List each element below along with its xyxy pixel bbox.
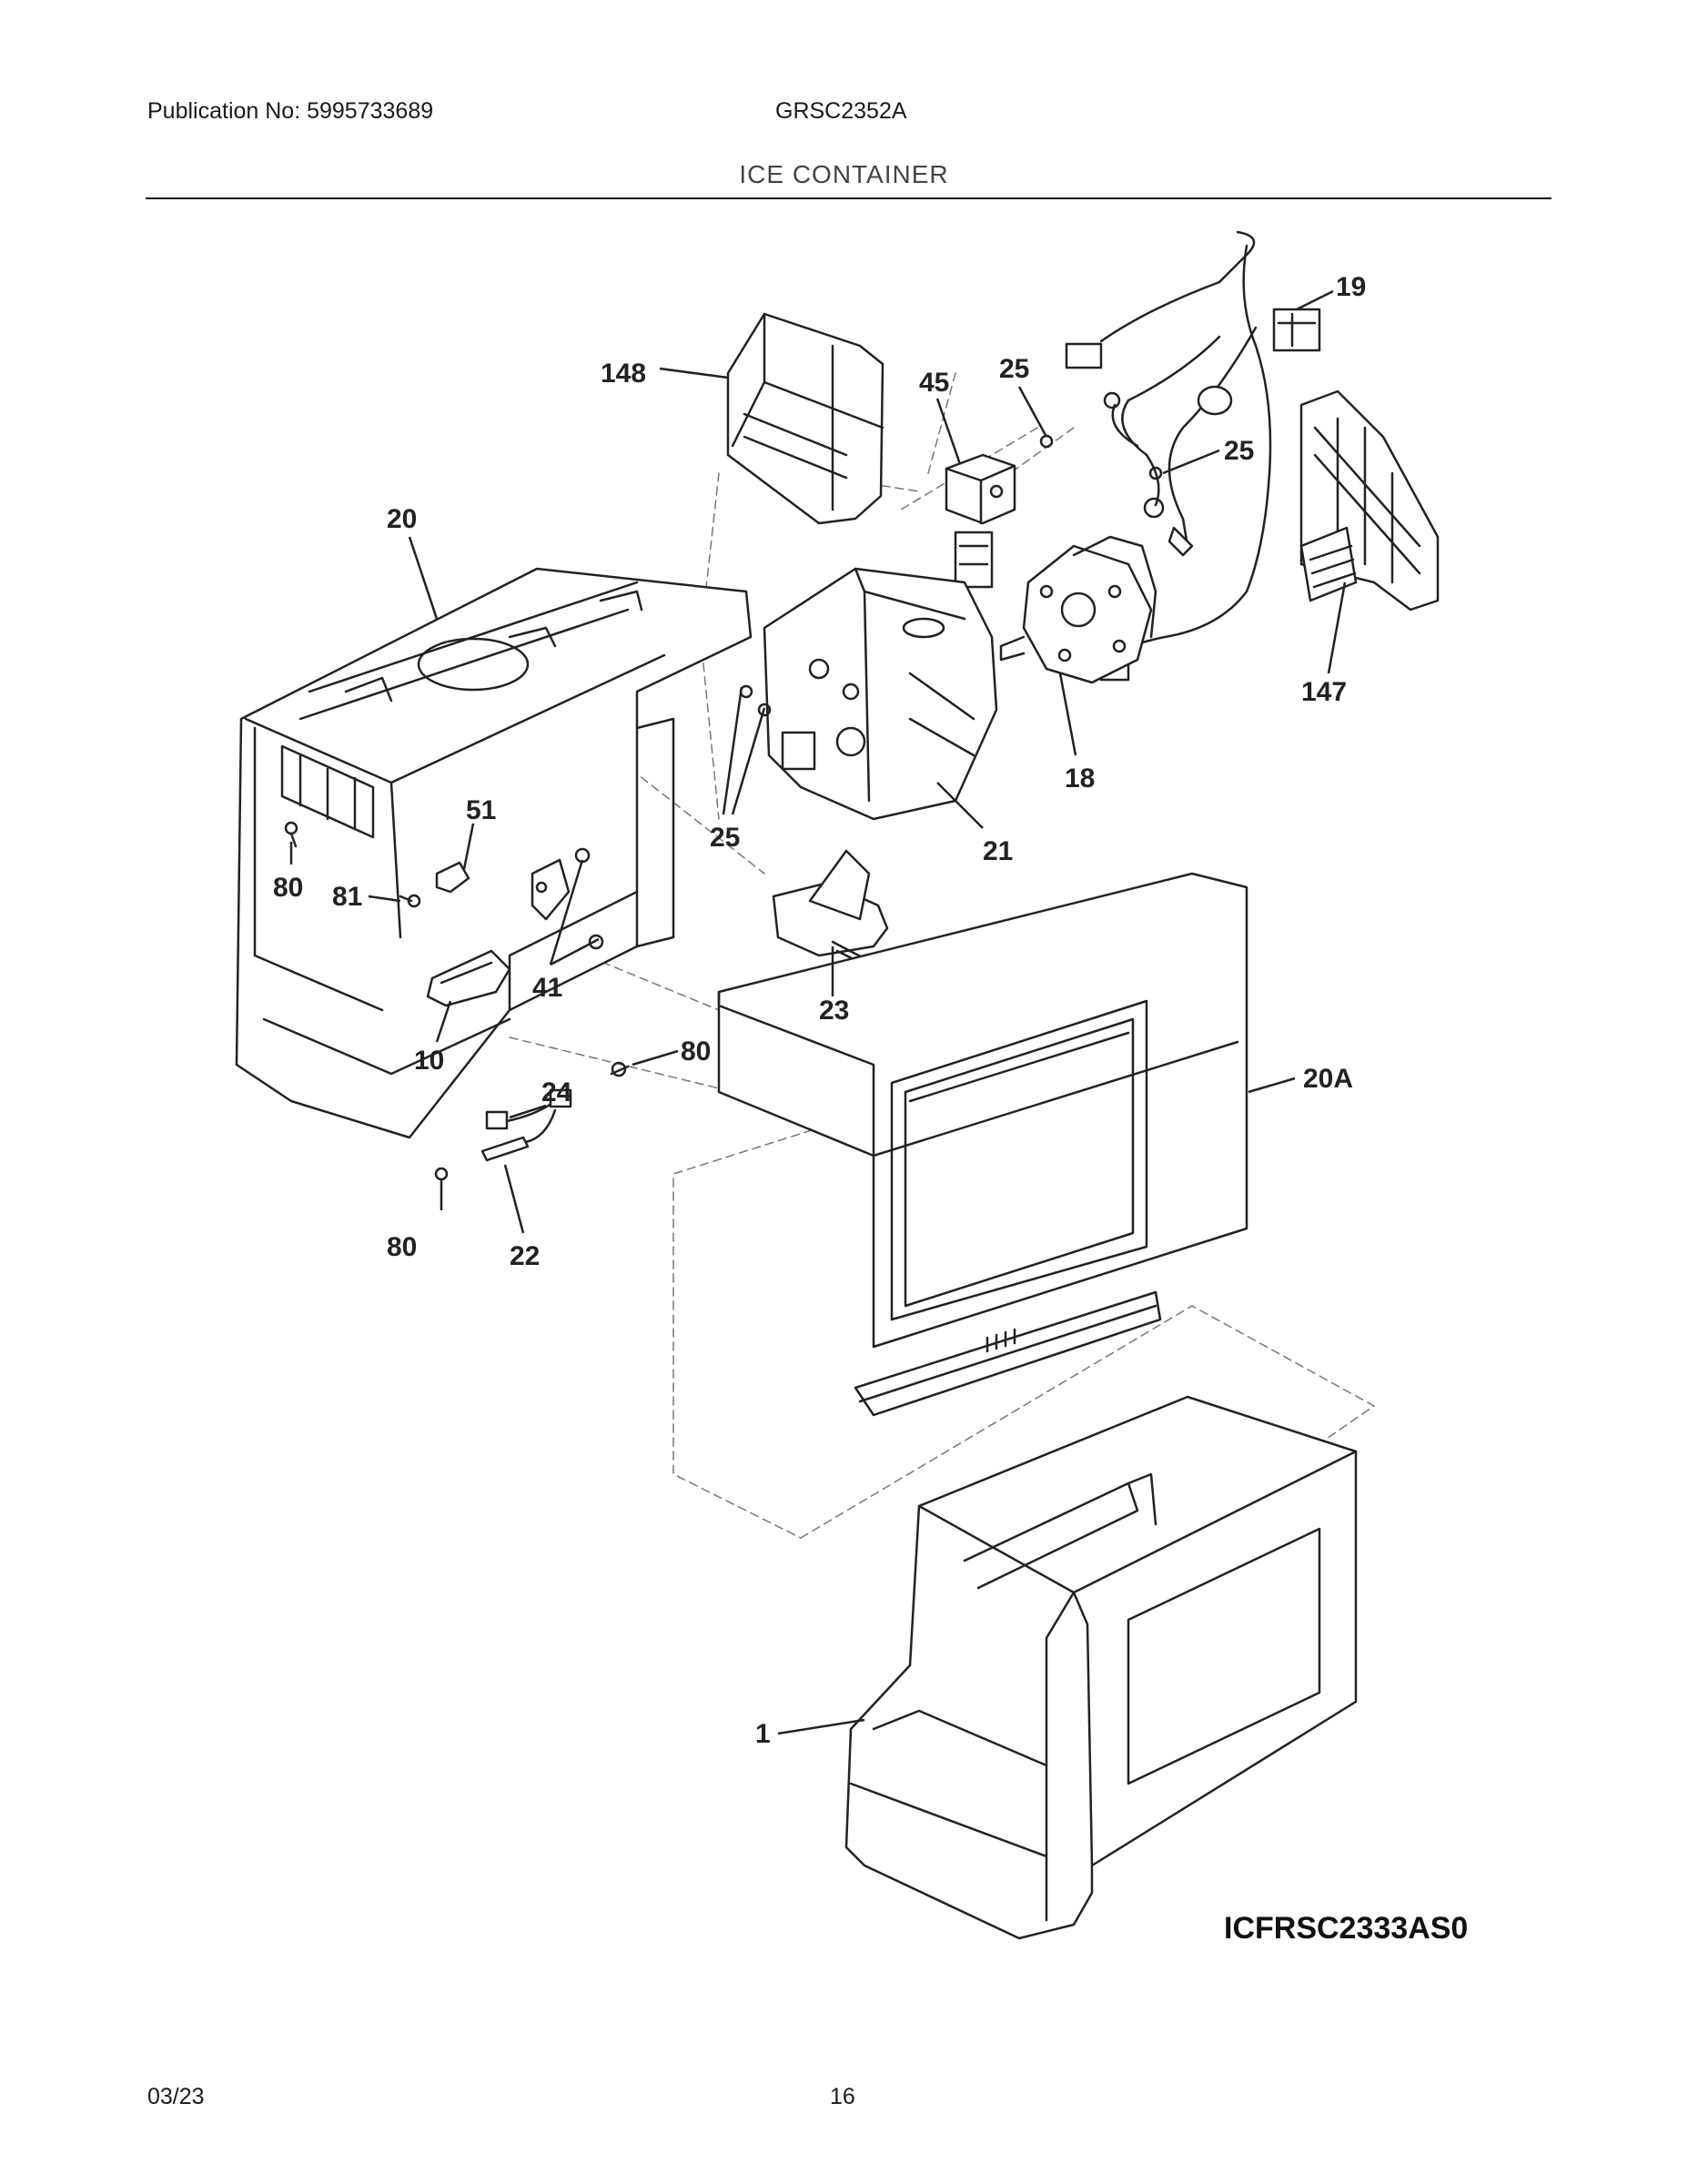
callout-23: 23 [819, 996, 849, 1026]
callout-148: 148 [601, 359, 646, 389]
part-147-grille [1299, 389, 1440, 612]
screw-parts [284, 434, 1163, 1189]
part-18-motor [999, 535, 1157, 684]
header-divider [146, 197, 1552, 199]
callout-labels: 148 45 25 25 19 20 147 18 25 21 51 80 81… [273, 272, 1366, 1749]
callout-81: 81 [332, 882, 362, 912]
footer-date: 03/23 [147, 2084, 205, 2109]
callout-18: 18 [1065, 763, 1095, 794]
part-19-wire-harness [1065, 230, 1321, 682]
section-title: ICE CONTAINER [739, 160, 949, 188]
callout-80: 80 [387, 1232, 417, 1262]
callout-25: 25 [999, 354, 1029, 384]
part-45-solenoid [945, 453, 1016, 589]
callout-41: 41 [532, 973, 562, 1003]
callout-19: 19 [1336, 272, 1366, 302]
callout-20: 20 [387, 504, 417, 534]
part-20-housing-frame [235, 567, 753, 1139]
part-24-sensor [485, 1088, 572, 1130]
callout-51: 51 [466, 795, 496, 825]
callout-147: 147 [1301, 677, 1347, 707]
part-22-thermistor [480, 1108, 557, 1162]
callout-21: 21 [983, 836, 1013, 866]
callout-24: 24 [541, 1077, 572, 1107]
callout-80: 80 [273, 873, 303, 903]
callout-80: 80 [681, 1036, 711, 1067]
callout-20A: 20A [1303, 1064, 1353, 1094]
part-10-paddle [426, 949, 511, 1007]
diagram-code: ICFRSC2333AS0 [1224, 1911, 1468, 1946]
callout-45: 45 [919, 368, 949, 398]
callout-1: 1 [755, 1719, 771, 1749]
callout-22: 22 [510, 1241, 540, 1271]
callout-25: 25 [710, 823, 740, 853]
part-20A-front-frame [717, 872, 1248, 1349]
leader-lines [289, 289, 1347, 1735]
part-51-clip [435, 861, 470, 894]
part-148-icemaker-cover [726, 312, 884, 525]
part-1-ice-bin [844, 1395, 1358, 1940]
footer-page-number: 16 [830, 2084, 855, 2109]
model-number: GRSC2352A [775, 98, 907, 124]
publication-number: Publication No: 5995733689 [147, 98, 434, 124]
part-21-icemaker-housing [763, 567, 998, 821]
callout-25: 25 [1224, 436, 1254, 466]
callout-10: 10 [414, 1046, 444, 1076]
part-41-brackets [531, 847, 604, 950]
deflector-bar [854, 1290, 1162, 1417]
